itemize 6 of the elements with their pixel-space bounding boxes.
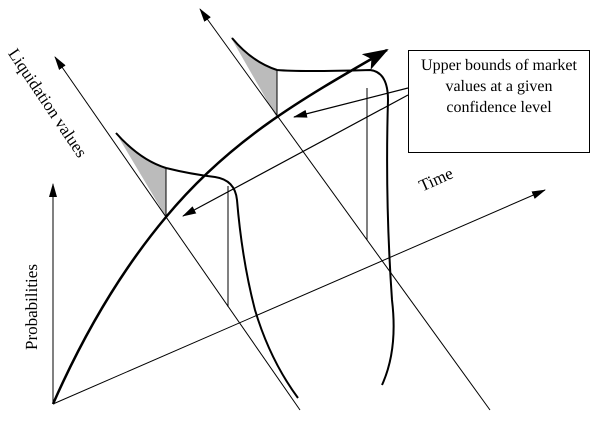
shaded-tail <box>230 36 277 118</box>
leader-arrow <box>182 94 408 217</box>
leader-arrow <box>293 87 408 118</box>
callout-box: Upper bounds of market values at a given confidence level <box>408 50 590 153</box>
axis-label: Probabilities <box>22 264 42 350</box>
axis-label: Time <box>416 164 456 196</box>
